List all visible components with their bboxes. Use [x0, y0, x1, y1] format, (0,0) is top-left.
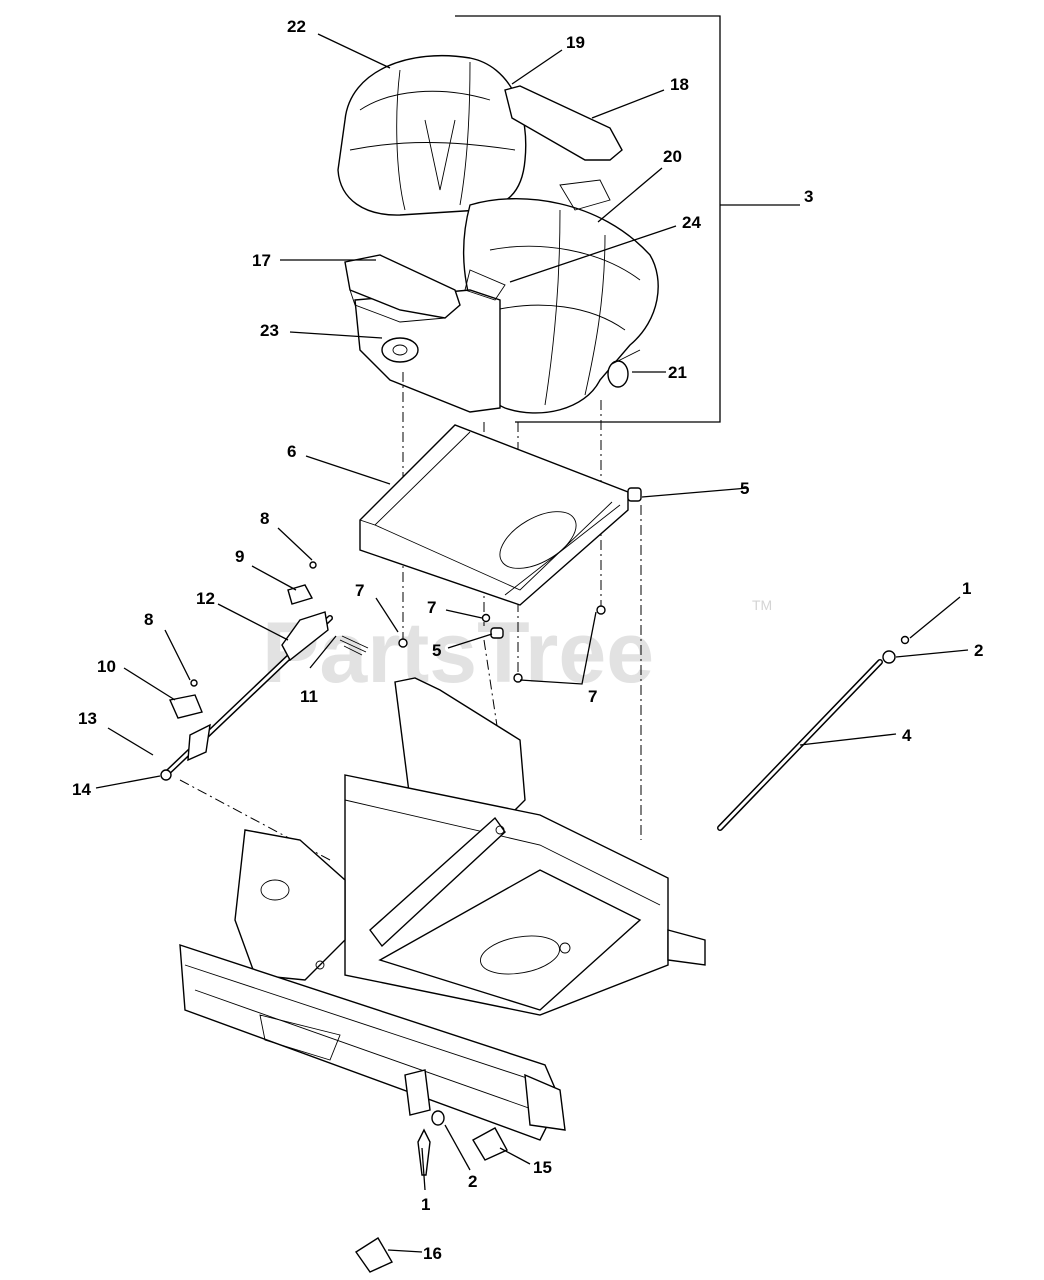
seat-mounting-plate[interactable] — [359, 424, 629, 606]
fasteners — [398, 487, 642, 683]
callout-22: 22 — [287, 17, 306, 36]
clevis-pin-1[interactable] — [417, 1128, 431, 1176]
callout-1-bottom: 1 — [421, 1195, 430, 1214]
callout-16: 16 — [423, 1244, 442, 1263]
callout-5-lower: 5 — [432, 641, 441, 660]
leader-lines — [95, 33, 969, 1253]
callout-8-upper: 8 — [260, 509, 269, 528]
callout-2-right: 2 — [974, 641, 983, 660]
callout-18: 18 — [670, 75, 689, 94]
callout-10: 10 — [97, 657, 116, 676]
callout-8-lower: 8 — [144, 610, 153, 629]
bottom-hardware — [355, 1110, 508, 1273]
callout-7-right: 7 — [588, 687, 597, 706]
linkage-rod-left[interactable] — [160, 561, 369, 781]
nut-7-b[interactable] — [481, 613, 491, 623]
callout-19: 19 — [566, 33, 585, 52]
callout-11: 11 — [300, 687, 318, 706]
callout-1-right: 1 — [962, 579, 971, 598]
nut-7-c[interactable] — [513, 673, 523, 683]
nut-7-a[interactable] — [398, 638, 408, 648]
pivot-rod-right[interactable] — [717, 635, 910, 831]
watermark-trademark: TM — [752, 597, 772, 613]
callout-13: 13 — [78, 709, 97, 728]
callout-7-left: 7 — [355, 581, 364, 600]
callout-9: 9 — [235, 547, 244, 566]
callout-4: 4 — [902, 726, 912, 745]
callout-7-mid: 7 — [427, 598, 436, 617]
callout-14: 14 — [72, 780, 91, 799]
callout-12: 12 — [196, 589, 215, 608]
callout-6: 6 — [287, 442, 296, 461]
nut-7-d[interactable] — [596, 605, 606, 615]
callout-17: 17 — [252, 251, 271, 270]
bushing-5-a[interactable] — [490, 627, 504, 639]
callout-2-bottom: 2 — [468, 1172, 477, 1191]
seat-assembly[interactable] — [337, 54, 659, 414]
washer-2[interactable] — [431, 1110, 445, 1126]
callout-3: 3 — [804, 187, 813, 206]
callout-5-upper: 5 — [740, 479, 749, 498]
watermark: PartsTree TM — [262, 597, 772, 701]
bushing-5-b[interactable] — [627, 487, 642, 502]
clip-15[interactable] — [472, 1127, 508, 1161]
callout-20: 20 — [663, 147, 682, 166]
seat-assembly-bracket — [455, 15, 721, 423]
main-frame[interactable] — [179, 677, 706, 1141]
callout-21: 21 — [668, 363, 687, 382]
callouts: 22 19 18 20 3 24 17 23 21 6 5 8 9 12 7 7… — [72, 17, 983, 1263]
callout-24: 24 — [682, 213, 701, 232]
clip-16[interactable] — [355, 1237, 393, 1273]
callout-15: 15 — [533, 1158, 552, 1177]
callout-23: 23 — [260, 321, 279, 340]
